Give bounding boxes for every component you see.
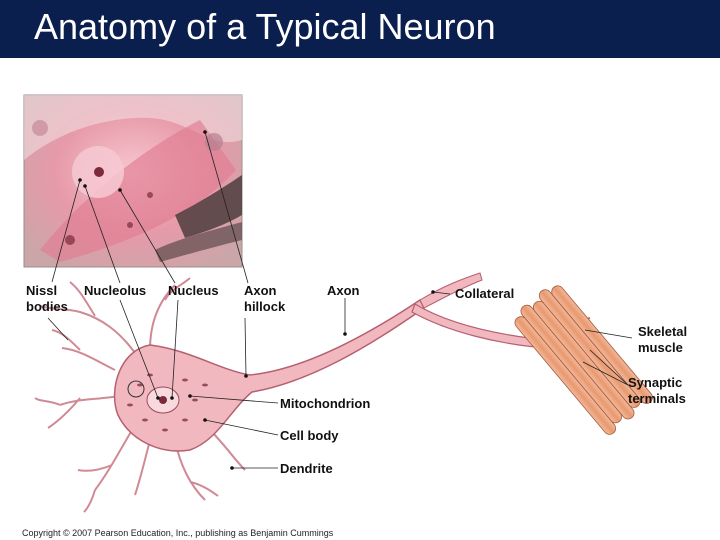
label-nissl-line1: Nissl: [26, 283, 57, 298]
label-synaptic-line2: terminals: [628, 391, 686, 406]
micrograph: [23, 94, 243, 268]
label-mitochondrion: Mitochondrion: [280, 396, 370, 411]
label-synaptic-line1: Synaptic: [628, 375, 682, 390]
label-collateral: Collateral: [455, 286, 514, 301]
skeletal-muscle: [514, 285, 653, 435]
label-skeletal-line2: muscle: [638, 340, 683, 355]
label-axon-hillock-line2: hillock: [244, 299, 286, 314]
leader-lines: [47, 131, 633, 469]
title-bar: [0, 0, 720, 58]
label-nucleus: Nucleus: [168, 283, 219, 298]
label-nucleolus: Nucleolus: [84, 283, 146, 298]
label-axon: Axon: [327, 283, 360, 298]
slide-title: Anatomy of a Typical Neuron: [34, 6, 496, 47]
label-dendrite: Dendrite: [280, 461, 333, 476]
labels: Nissl bodies Nucleolus Nucleus Axon hill…: [26, 283, 687, 476]
label-cell-body: Cell body: [280, 428, 339, 443]
copyright-notice: Copyright © 2007 Pearson Education, Inc.…: [22, 528, 334, 538]
label-nissl-line2: bodies: [26, 299, 68, 314]
neuron: [113, 272, 601, 452]
label-skeletal-line1: Skeletal: [638, 324, 687, 339]
leader-dots: [78, 130, 435, 470]
neuron-diagram: Nissl bodies Nucleolus Nucleus Axon hill…: [23, 94, 687, 513]
label-axon-hillock-line1: Axon: [244, 283, 277, 298]
